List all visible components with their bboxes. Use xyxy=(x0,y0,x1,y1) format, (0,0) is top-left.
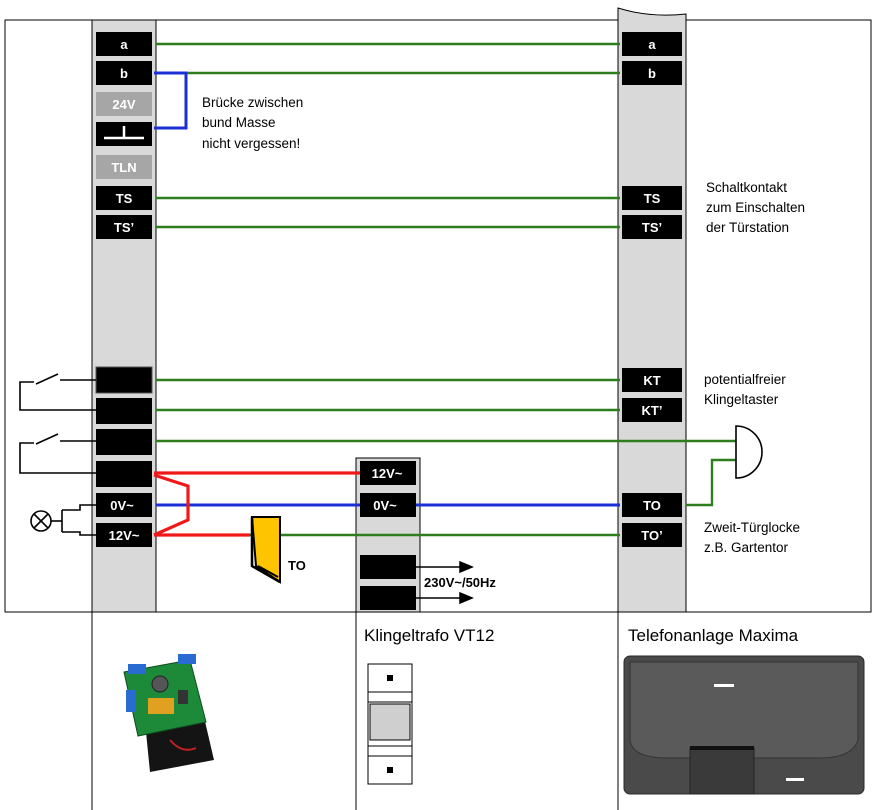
trafo-section-label: Klingeltrafo VT12 xyxy=(364,626,494,645)
svg-text:Brücke zwischen: Brücke zwischen xyxy=(202,95,303,110)
svg-text:bund Masse: bund Masse xyxy=(202,115,276,130)
wire-chime-return xyxy=(686,458,736,507)
bridge-wire xyxy=(154,71,188,130)
note-switch-contact: Schaltkontakt zum Einschalten der Türsta… xyxy=(706,180,805,235)
pbx-strip xyxy=(617,7,687,613)
svg-text:nicht vergessen!: nicht vergessen! xyxy=(202,136,300,151)
wire-12v-bridge xyxy=(153,473,190,537)
door-opener-label: TO xyxy=(288,558,306,573)
svg-text:TLN: TLN xyxy=(111,160,136,175)
trafo-terminals: 12V~ 0V~ xyxy=(360,461,416,610)
lamp-icon xyxy=(30,504,96,536)
svg-text:TO: TO xyxy=(643,498,661,513)
svg-text:KT: KT xyxy=(643,373,660,388)
svg-text:potentialfreier: potentialfreier xyxy=(704,372,786,387)
svg-text:TS: TS xyxy=(644,191,661,206)
svg-text:Schaltkontakt: Schaltkontakt xyxy=(706,180,787,195)
svg-text:KT’: KT’ xyxy=(642,403,663,418)
svg-text:a: a xyxy=(648,37,656,52)
pbx-device-image xyxy=(623,655,865,795)
svg-text:der Türstation: der Türstation xyxy=(706,220,789,235)
svg-text:24V: 24V xyxy=(112,97,135,112)
right-terminals: a b TS TS’ KT KT’ TO TO’ xyxy=(622,32,682,547)
red-wires xyxy=(153,471,360,537)
note-second-chime: Zweit-Türglocke z.B. Gartentor xyxy=(704,520,800,555)
svg-text:z.B. Gartentor: z.B. Gartentor xyxy=(704,540,789,555)
mains-label: 230V~/50Hz xyxy=(424,575,496,590)
trafo-device-image xyxy=(367,663,413,785)
svg-text:12V~: 12V~ xyxy=(109,528,140,543)
note-bridge: Brücke zwischen bund Masse nicht vergess… xyxy=(202,95,303,151)
svg-text:b: b xyxy=(648,66,656,81)
svg-text:0V~: 0V~ xyxy=(110,498,134,513)
svg-text:TS’: TS’ xyxy=(114,220,134,235)
mains-arrows xyxy=(416,560,474,605)
bell-switches xyxy=(19,373,96,474)
svg-text:0V~: 0V~ xyxy=(373,498,397,513)
chime-icon xyxy=(735,425,763,479)
svg-text:TS: TS xyxy=(116,191,133,206)
green-wires xyxy=(156,42,736,537)
pbx-section-label: Telefonanlage Maxima xyxy=(628,626,799,645)
left-terminals: a b 24V TLN TS TS’ 0V~ 12V~ xyxy=(95,32,153,547)
svg-text:TS’: TS’ xyxy=(642,220,662,235)
svg-text:b: b xyxy=(120,66,128,81)
door-opener-icon xyxy=(250,516,281,584)
svg-text:12V~: 12V~ xyxy=(372,466,403,481)
door-module-board-image xyxy=(123,654,214,772)
note-bell-button: potentialfreier Klingeltaster xyxy=(704,372,786,407)
svg-text:a: a xyxy=(120,37,128,52)
svg-text:zum Einschalten: zum Einschalten xyxy=(706,200,805,215)
svg-text:Zweit-Türglocke: Zweit-Türglocke xyxy=(704,520,800,535)
svg-text:TO’: TO’ xyxy=(641,528,662,543)
svg-text:Klingeltaster: Klingeltaster xyxy=(704,392,779,407)
